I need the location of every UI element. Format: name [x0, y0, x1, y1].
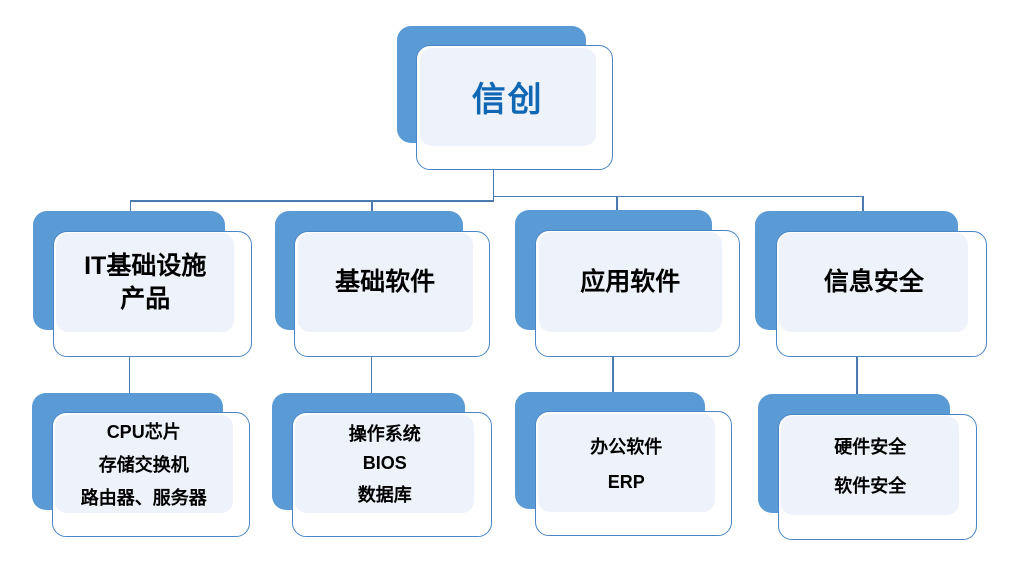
- branch-title-line: 产品: [120, 284, 171, 313]
- connector-root-stub: [492, 170, 494, 202]
- node-leaf-basic-software-items: 操作系统 BIOS 数据库: [272, 393, 492, 537]
- node-branch-application-software: 应用软件: [515, 210, 740, 357]
- branch-title-line: IT基础设施: [84, 252, 207, 281]
- connector-branch1-stub: [129, 200, 131, 213]
- node-panel: 基础软件: [297, 232, 473, 333]
- leaf-item: ERP: [607, 471, 645, 492]
- leaf-item-list: 办公软件 ERP: [590, 433, 662, 493]
- node-leaf-application-software-items: 办公软件 ERP: [515, 392, 732, 536]
- leaf-item: BIOS: [362, 453, 407, 474]
- leaf-item-list: CPU芯片 存储交换机 路由器、服务器: [81, 418, 207, 510]
- branch-title-line: 基础软件: [335, 268, 436, 297]
- node-panel: 信息安全: [779, 232, 969, 333]
- node-panel: 应用软件: [538, 232, 722, 332]
- node-leaf-it-infrastructure-items: CPU芯片 存储交换机 路由器、服务器: [32, 393, 250, 537]
- node-panel: 信创: [419, 47, 596, 146]
- leaf-item: 硬件安全: [834, 437, 907, 458]
- root-label: 信创: [471, 81, 544, 120]
- leaf-item: 操作系统: [348, 424, 421, 445]
- connector-branch4-stub: [862, 195, 864, 213]
- node-branch-information-security: 信息安全: [755, 211, 987, 357]
- node-root: 信创: [397, 26, 613, 170]
- connector-horizontal-left: [129, 200, 494, 202]
- connector-leaf1-stub: [128, 354, 130, 395]
- node-leaf-information-security-items: 硬件安全 软件安全: [758, 394, 977, 540]
- connector-horizontal-right: [492, 195, 864, 197]
- branch-title-line: 应用软件: [580, 267, 681, 296]
- leaf-item-list: 操作系统 BIOS 数据库: [349, 420, 421, 507]
- leaf-item: 存储交换机: [98, 454, 189, 475]
- branch-title-line: 信息安全: [823, 268, 924, 297]
- leaf-item-list: 硬件安全 软件安全: [834, 433, 906, 498]
- connector-branch2-stub: [371, 200, 373, 213]
- node-branch-it-infrastructure: IT基础设施 产品: [33, 211, 252, 357]
- node-panel: 硬件安全 软件安全: [780, 415, 960, 516]
- node-panel: 办公软件 ERP: [537, 413, 715, 512]
- leaf-item: 软件安全: [834, 476, 907, 497]
- connector-branch3-stub: [616, 195, 618, 212]
- connector-leaf3-stub: [612, 352, 614, 394]
- leaf-item: CPU芯片: [106, 421, 181, 442]
- leaf-item: 数据库: [357, 485, 412, 506]
- node-branch-basic-software: 基础软件: [275, 211, 490, 357]
- node-panel: CPU芯片 存储交换机 路由器、服务器: [54, 414, 233, 513]
- node-panel: IT基础设施 产品: [55, 232, 235, 333]
- leaf-item: 路由器、服务器: [80, 487, 207, 508]
- node-panel: 操作系统 BIOS 数据库: [295, 414, 475, 513]
- leaf-item: 办公软件: [590, 436, 663, 457]
- connector-leaf4-stub: [856, 354, 858, 396]
- connector-leaf2-stub: [370, 353, 372, 395]
